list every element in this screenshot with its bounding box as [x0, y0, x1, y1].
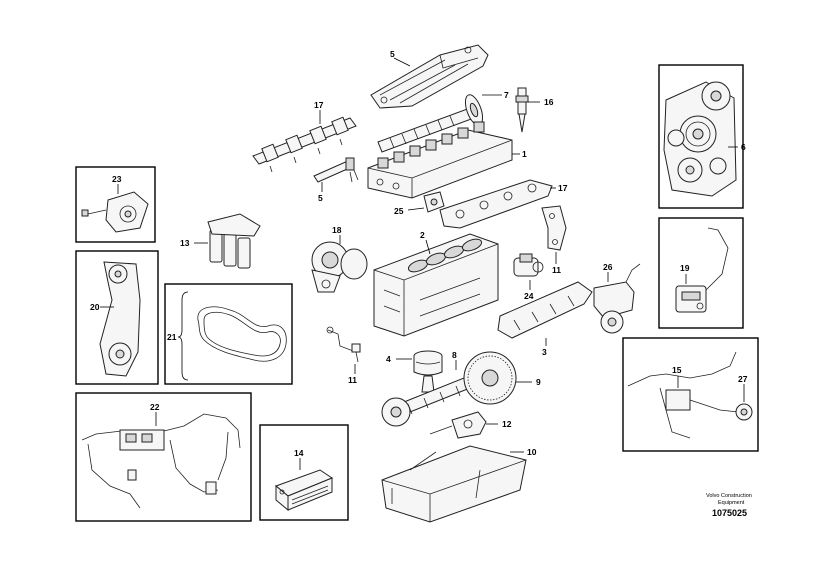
flywheel — [463, 351, 517, 405]
label-4: 4 — [386, 354, 391, 364]
starter-motor — [513, 253, 544, 277]
turbocharger — [311, 241, 368, 293]
leader-25 — [407, 207, 425, 211]
main-wiring-harness — [81, 413, 241, 509]
label-8: 8 — [452, 350, 457, 360]
coolant-pump-assembly — [675, 227, 729, 313]
label-22: 22 — [150, 402, 160, 412]
drawing-number: 1075025 — [712, 508, 747, 518]
cylinder-head — [367, 121, 513, 199]
label-17: 17 — [558, 183, 568, 193]
cylinder-block — [373, 233, 499, 337]
label-16: 16 — [544, 97, 554, 107]
oil-sump — [381, 445, 527, 523]
rocker-arms — [252, 116, 357, 173]
exhaust-manifold — [439, 179, 553, 229]
oil-cooler — [275, 469, 334, 512]
label-7: 7 — [504, 90, 509, 100]
label-23: 23 — [112, 174, 122, 184]
label-11: 11 — [348, 375, 357, 385]
label-24: 24 — [524, 291, 534, 301]
label-14: 14 — [294, 448, 304, 458]
fuel-filters — [207, 213, 261, 269]
label-11: 11 — [552, 265, 561, 275]
brace-21 — [177, 291, 189, 381]
tappet-rod — [313, 157, 359, 183]
tensioner-bracket — [99, 261, 141, 377]
label-15: 15 — [672, 365, 682, 375]
label-5: 5 — [390, 49, 395, 59]
inset-box-14 — [259, 424, 349, 521]
oil-pump — [429, 411, 487, 439]
oil-pipe — [326, 326, 361, 363]
label-27: 27 — [738, 374, 748, 384]
label-9: 9 — [536, 377, 541, 387]
label-1: 1 — [522, 149, 527, 159]
leader-5a — [393, 57, 411, 67]
label-19: 19 — [680, 263, 690, 273]
piston — [413, 350, 443, 393]
rocker-cover — [370, 44, 489, 109]
label-12: 12 — [502, 419, 512, 429]
inset-box-20 — [75, 250, 159, 385]
inset-box-22 — [75, 392, 252, 522]
label-3: 3 — [542, 347, 547, 357]
timing-gear-cover — [663, 81, 737, 197]
inset-box-6 — [658, 64, 744, 209]
thermostat-housing — [423, 191, 445, 213]
label-25: 25 — [394, 206, 404, 216]
bracket-11a — [541, 205, 567, 251]
label-13: 13 — [180, 238, 190, 248]
inset-box-23 — [75, 166, 156, 243]
label-10: 10 — [527, 447, 537, 457]
label-17: 17 — [314, 100, 324, 110]
inset-box-19 — [658, 217, 744, 329]
label-21: 21 — [167, 332, 177, 342]
label-2: 2 — [420, 230, 425, 240]
label-5: 5 — [318, 193, 323, 203]
leader-2 — [425, 239, 431, 255]
egr-valve — [81, 191, 149, 233]
injector — [515, 87, 529, 133]
drive-belt — [197, 306, 287, 362]
caption-equipment: Equipment — [718, 500, 745, 506]
label-6: 6 — [741, 142, 746, 152]
label-26: 26 — [603, 262, 613, 272]
engine-harness-small — [627, 351, 753, 439]
inset-box-21 — [164, 283, 293, 385]
fuel-pump — [593, 263, 641, 334]
intake-manifold — [497, 281, 593, 339]
caption-company: Volvo Construction — [706, 493, 752, 499]
camshaft — [377, 94, 484, 153]
inset-box-15-27 — [622, 337, 759, 452]
label-18: 18 — [332, 225, 342, 235]
label-20: 20 — [90, 302, 100, 312]
